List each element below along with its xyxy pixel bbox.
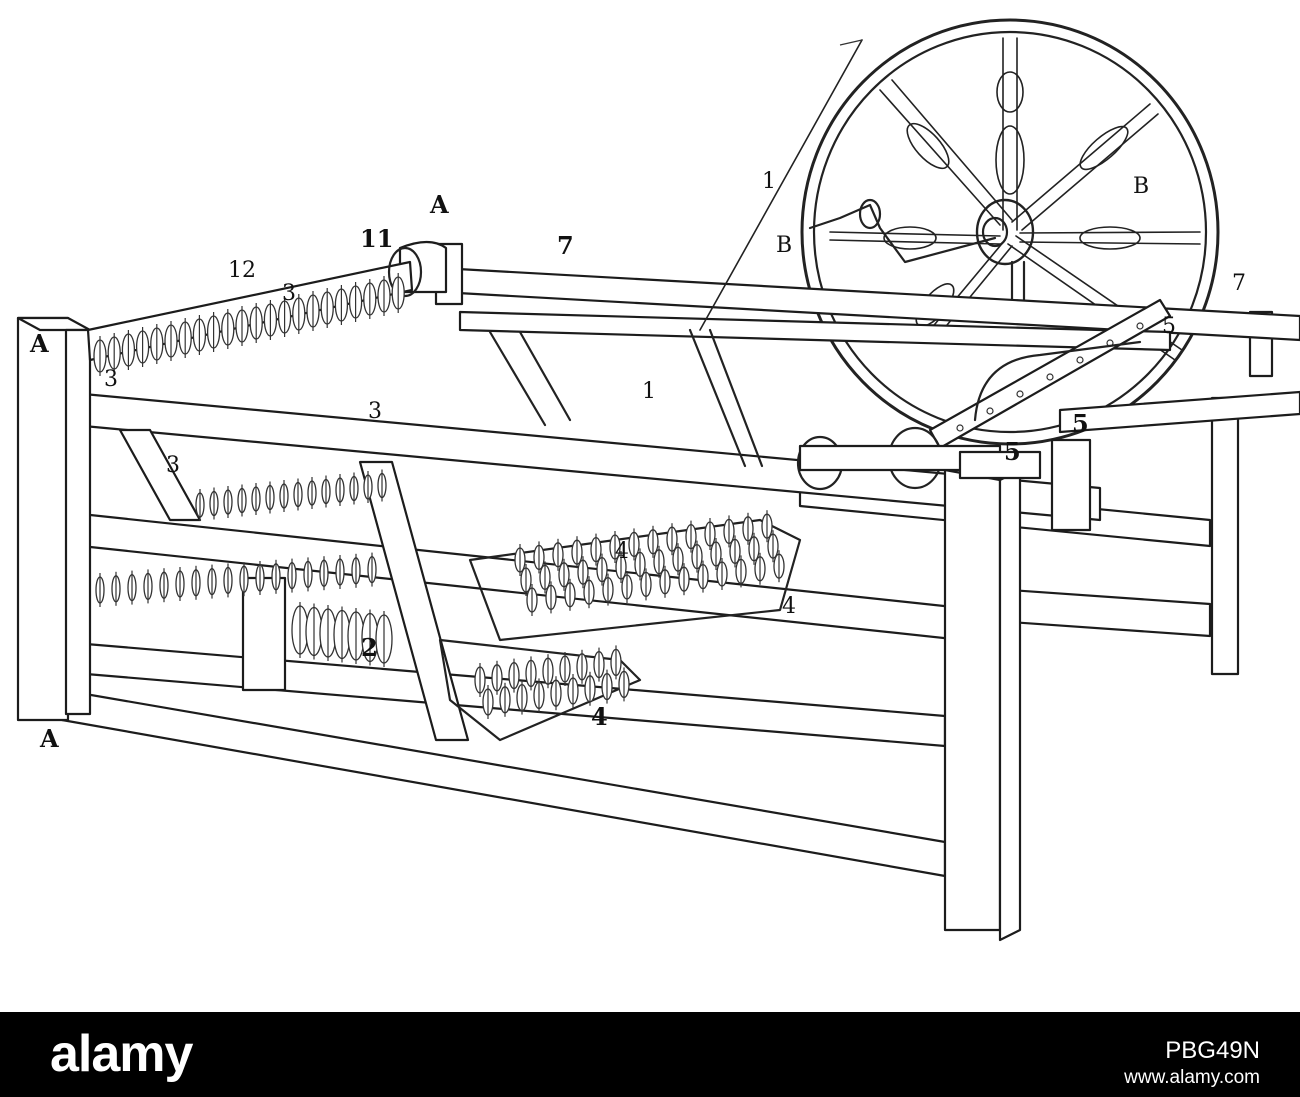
- label-1-band-mid: 1: [642, 379, 656, 404]
- stock-footer-bar: alamy PBG49N www.alamy.com: [0, 1012, 1300, 1097]
- rack-frame: [438, 638, 642, 742]
- carriage: [458, 39, 1172, 491]
- spindle-drum: [291, 602, 393, 667]
- part-labels: A A A B B 1 1 2 3 3 3 3 4 4 4 5 5 5 7 7 …: [29, 169, 1246, 753]
- label-b-wheel-right: B: [1133, 174, 1149, 199]
- bobbin-rack-left: [95, 469, 387, 607]
- label-4-rack-bottom: 4: [591, 702, 608, 731]
- great-wheel: [800, 18, 1220, 446]
- label-b-wheel-left: B: [776, 233, 792, 258]
- site-url-text[interactable]: www.alamy.com: [1124, 1067, 1260, 1088]
- label-12: 12: [228, 258, 256, 283]
- bobbin-rack-upper: [468, 510, 802, 642]
- label-7-back: 7: [557, 231, 574, 260]
- label-4-upper-rack: 4: [615, 539, 629, 564]
- label-5-right: 5: [1162, 314, 1176, 339]
- spinning-jenny-engraving: A A A B B 1 1 2 3 3 3 3 4 4 4 5 5 5 7 7 …: [16, 18, 1300, 942]
- label-5-post: 5: [1072, 409, 1089, 438]
- label-3-center: 3: [368, 399, 382, 424]
- label-5-carriage: 5: [1004, 437, 1021, 466]
- bobbin-rack-lower: [438, 638, 642, 742]
- label-4-rack-top: 4: [782, 594, 796, 619]
- label-3-front-row: 3: [104, 367, 118, 392]
- bobbin-rail-back: [86, 246, 423, 376]
- label-7-right: 7: [1232, 271, 1246, 296]
- label-a-left-top: A: [29, 329, 49, 358]
- label-11: 11: [360, 224, 393, 253]
- image-id-text: PBG49N: [1165, 1037, 1260, 1064]
- label-a-back: A: [429, 190, 449, 219]
- label-1-band-top: 1: [762, 169, 776, 194]
- label-3-left-rack: 3: [166, 453, 180, 478]
- label-a-left-bottom: A: [39, 724, 59, 753]
- alamy-logo: alamy: [50, 1025, 193, 1083]
- label-3-back-rail: 3: [282, 281, 296, 306]
- label-2: 2: [361, 633, 378, 662]
